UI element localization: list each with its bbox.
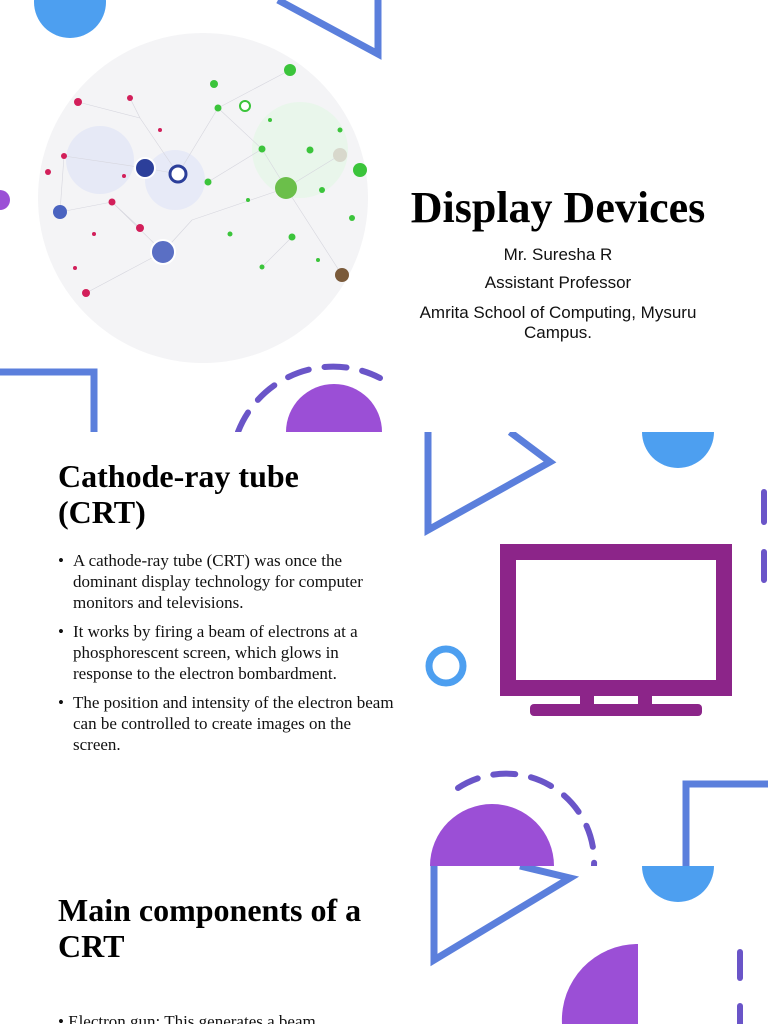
- purple-half-disc-shape: [430, 804, 554, 866]
- slide1-decorations: [0, 0, 383, 432]
- title-slide: Display Devices Mr. Suresha R Assistant …: [0, 0, 768, 432]
- network-illustration: [38, 33, 368, 363]
- slide-title: Display Devices: [410, 183, 706, 232]
- slide3-decorations: [430, 866, 743, 1024]
- slide-title: Main components of a CRT: [58, 892, 362, 964]
- blue-half-disc-shape: [642, 866, 714, 902]
- dashed-arc-shape: [455, 770, 598, 866]
- purple-quarter-shape: [561, 943, 638, 1024]
- author-role: Assistant Professor: [484, 273, 632, 292]
- triangle-outline-shape: [430, 866, 580, 967]
- triangle-outline-shape: [424, 432, 557, 536]
- bullet-item: The position and intensity of the electr…: [58, 692, 398, 755]
- blue-half-disc-shape: [642, 432, 714, 468]
- bullet-list: A cathode-ray tube (CRT) was once the do…: [58, 550, 398, 763]
- triangle-outline-shape: [276, 0, 382, 60]
- purple-semicircle-shape: [0, 190, 10, 210]
- ring-shape: [425, 645, 467, 687]
- components-slide: Main components of a CRT • Electron gun:…: [0, 866, 768, 1024]
- author-name: Mr. Suresha R: [503, 245, 613, 264]
- dashed-arc-shape: [235, 363, 383, 432]
- corner-outline-shape: [0, 368, 98, 432]
- bullet-item-partial: • Electron gun: This generates a beam: [58, 1012, 316, 1024]
- corner-outline-shape: [682, 780, 768, 866]
- bullet-item: It works by firing a beam of electrons a…: [58, 621, 398, 684]
- crt-slide: Cathode-ray tube (CRT) A cathode-ray tub…: [0, 432, 768, 866]
- purple-half-disc-shape: [286, 384, 382, 432]
- slide-title: Cathode-ray tube (CRT): [58, 458, 299, 530]
- author-affiliation: Amrita School of Computing, Mysuru Campu…: [419, 303, 697, 342]
- blue-circle-shape: [34, 0, 106, 38]
- bullet-item: A cathode-ray tube (CRT) was once the do…: [58, 550, 398, 613]
- monitor-icon: [500, 544, 732, 716]
- slide2-decorations: [424, 432, 768, 866]
